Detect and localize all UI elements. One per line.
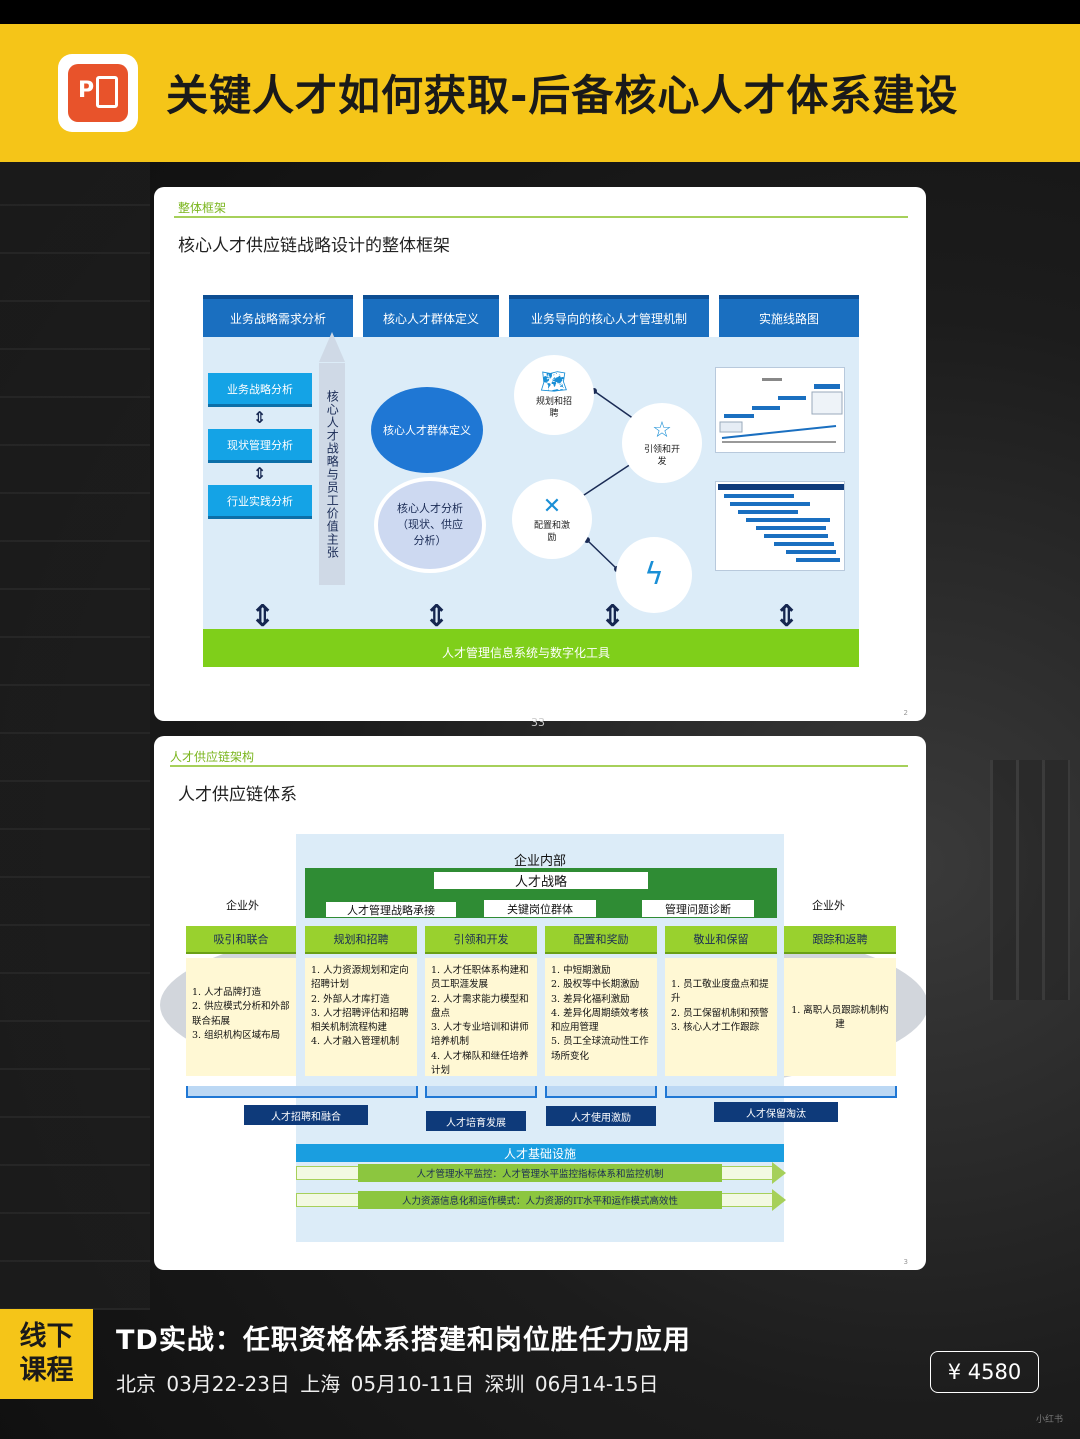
col-body-attract: 1. 人才品牌打造 2. 供应模式分析和外部联合拓展 3. 组织机构区域布局 bbox=[186, 958, 296, 1076]
section-label: 人才供应链架构 bbox=[170, 750, 255, 764]
header-roadmap: 实施线路图 bbox=[719, 295, 859, 337]
background-building bbox=[0, 160, 150, 1310]
bracket bbox=[186, 1086, 418, 1098]
course-schedule: 北京 03月22-23日 上海 05月10-11日 深圳 06月14-15日 bbox=[116, 1372, 659, 1396]
updown-arrow-icon: ⇕ bbox=[600, 599, 626, 634]
vertical-label: 核心人才战略与员工价值主张 bbox=[319, 363, 345, 585]
info-system-bar: 人才管理信息系统与数字化工具 bbox=[203, 629, 859, 667]
monitor-label: 人才管理水平监控：人才管理水平监控指标体系和监控机制 bbox=[358, 1164, 722, 1182]
monitor-arrow: 人才管理水平监控：人才管理水平监控指标体系和监控机制 bbox=[296, 1162, 786, 1184]
node-label: 规划和招聘 bbox=[535, 396, 572, 419]
offline-course-tag: 线下 课程 bbox=[0, 1309, 93, 1399]
talent-analysis-circle: 核心人才分析（现状、供应分析） bbox=[374, 477, 486, 573]
col-header-attract: 吸引和联合 bbox=[186, 926, 296, 954]
tag-develop: 人才培育发展 bbox=[426, 1111, 526, 1131]
title-banner: P 关键人才如何获取-后备核心人才体系建设 bbox=[0, 24, 1080, 162]
tactics-icon: ✕ bbox=[542, 493, 562, 519]
slide-page-number: 2 bbox=[903, 709, 908, 717]
divider bbox=[170, 765, 908, 767]
top-strip bbox=[0, 0, 1080, 24]
bracket bbox=[545, 1086, 657, 1098]
outside-left-label: 企业外 bbox=[220, 896, 265, 914]
tag-retain: 人才保留淘汰 bbox=[714, 1102, 838, 1122]
it-label: 人力资源信息化和运作模式：人力资源的IT水平和运作模式高效性 bbox=[358, 1191, 722, 1209]
page-number: 33 bbox=[531, 716, 545, 729]
bracket bbox=[425, 1086, 537, 1098]
tag-motivate: 人才使用激励 bbox=[546, 1106, 656, 1126]
strategy-analysis-box: 业务战略分析 bbox=[208, 373, 312, 407]
slide-title: 核心人才供应链战略设计的整体框架 bbox=[178, 236, 450, 256]
node-label: 引领和开发 bbox=[643, 444, 680, 467]
bracket bbox=[665, 1086, 897, 1098]
header-mechanism: 业务导向的核心人才管理机制 bbox=[509, 295, 709, 337]
col-body-retain: 1. 员工敬业度盘点和提升 2. 员工保留机制和预警 3. 核心人才工作跟踪 bbox=[665, 958, 777, 1076]
internal-title: 企业内部 bbox=[513, 854, 566, 869]
col-body-develop: 1. 人才任职体系构建和员工职涯发展 2. 人才需求能力模型和盘点 3. 人才专… bbox=[425, 958, 537, 1076]
col-body-track: 1. 离职人员跟踪机制构建 bbox=[784, 958, 896, 1076]
divider bbox=[174, 216, 908, 218]
allocation-node: ✕ 配置和激励 bbox=[512, 479, 592, 559]
col-header-plan: 规划和招聘 bbox=[305, 926, 417, 954]
col-header-track: 跟踪和返聘 bbox=[784, 926, 896, 954]
course-title: TD实战：任职资格体系搭建和岗位胜任力应用 bbox=[116, 1325, 691, 1356]
current-analysis-box: 现状管理分析 bbox=[208, 429, 312, 463]
tag-recruit: 人才招聘和融合 bbox=[244, 1105, 368, 1125]
star-icon: ☆ bbox=[652, 417, 672, 443]
roadmap-diagram-top bbox=[715, 367, 845, 453]
updown-arrow-icon: ⇕ bbox=[253, 464, 267, 483]
tag-strategy-undertaking: 人才管理战略承接 bbox=[326, 902, 456, 917]
tag-line-1: 线下 bbox=[19, 1321, 74, 1353]
updown-arrow-icon: ⇕ bbox=[774, 599, 800, 634]
talent-definition-circle: 核心人才群体定义 bbox=[371, 387, 483, 473]
incentive-node: ϟ bbox=[616, 537, 692, 613]
slide-supply-chain: 人才供应链架构 人才供应链体系 企业内部 人才战略 人才管理战略承接 关键岗位群… bbox=[154, 736, 926, 1270]
infrastructure-bar: 人才基础设施 bbox=[296, 1144, 784, 1162]
outside-right-label: 企业外 bbox=[806, 896, 851, 914]
vertical-label-arrow bbox=[319, 332, 345, 362]
col-body-plan: 1. 人力资源规划和定向招聘计划 2. 外部人才库打造 3. 人才招聘评估和招聘… bbox=[305, 958, 417, 1076]
tag-key-positions: 关键岗位群体 bbox=[484, 900, 596, 917]
updown-arrow-icon: ⇕ bbox=[253, 408, 267, 427]
tag-problem-diagnosis: 管理问题诊断 bbox=[642, 900, 754, 917]
slide-title: 人才供应链体系 bbox=[178, 785, 297, 805]
lightning-icon: ϟ bbox=[644, 556, 664, 592]
node-label: 配置和激励 bbox=[533, 520, 570, 543]
it-arrow: 人力资源信息化和运作模式：人力资源的IT水平和运作模式高效性 bbox=[296, 1189, 786, 1211]
slide-framework: 整体框架 核心人才供应链战略设计的整体框架 业务战略需求分析 核心人才群体定义 … bbox=[154, 187, 926, 721]
col-header-develop: 引领和开发 bbox=[425, 926, 537, 954]
header-strategy: 业务战略需求分析 bbox=[203, 295, 353, 337]
col-body-allocate: 1. 中短期激励 2. 股权等中长期激励 3. 差异化福利激励 4. 差异化周期… bbox=[545, 958, 657, 1076]
roadmap-gantt bbox=[715, 481, 845, 571]
industry-analysis-box: 行业实践分析 bbox=[208, 485, 312, 519]
watermark: 小红书 bbox=[1036, 1415, 1064, 1425]
header-definition: 核心人才群体定义 bbox=[363, 295, 499, 337]
banner-title: 关键人才如何获取-后备核心人才体系建设 bbox=[166, 71, 959, 120]
updown-arrow-icon: ⇕ bbox=[250, 599, 276, 634]
planning-node: 🗺 规划和招聘 bbox=[514, 355, 594, 435]
powerpoint-icon: P bbox=[58, 54, 138, 132]
col-header-allocate: 配置和奖励 bbox=[545, 926, 657, 954]
updown-arrow-icon: ⇕ bbox=[424, 599, 450, 634]
development-node: ☆ 引领和开发 bbox=[622, 403, 702, 483]
powerpoint-letter: P bbox=[78, 78, 95, 103]
col-header-retain: 敬业和保留 bbox=[665, 926, 777, 954]
slide-page-number: 3 bbox=[903, 1258, 908, 1266]
background-window bbox=[990, 760, 1070, 1000]
talent-strategy-label: 人才战略 bbox=[434, 872, 648, 890]
price-button[interactable]: ¥ 4580 bbox=[930, 1351, 1039, 1393]
tag-line-2: 课程 bbox=[19, 1355, 74, 1386]
section-label: 整体框架 bbox=[178, 201, 227, 215]
map-icon: 🗺 bbox=[540, 369, 568, 395]
